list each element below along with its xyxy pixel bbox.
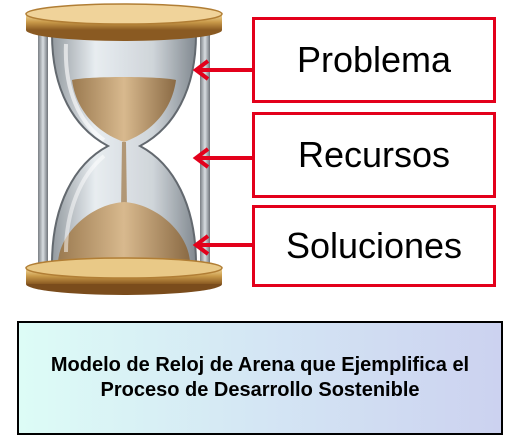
caption-text: Modelo de Reloj de Arena que Ejemplifica…	[50, 354, 470, 401]
arrow-left-icon	[192, 234, 254, 256]
hourglass-icon	[25, 3, 223, 295]
label-box-soluciones: Soluciones	[252, 205, 496, 287]
label-box-problema: Problema	[252, 17, 496, 103]
label-soluciones: Soluciones	[285, 225, 463, 266]
arrow-left-icon	[192, 59, 254, 81]
arrow-left-icon	[192, 147, 254, 169]
label-box-recursos: Recursos	[252, 112, 496, 198]
label-recursos: Recursos	[297, 134, 451, 175]
label-problema: Problema	[296, 39, 452, 80]
caption-box: Modelo de Reloj de Arena que Ejemplifica…	[17, 321, 503, 435]
